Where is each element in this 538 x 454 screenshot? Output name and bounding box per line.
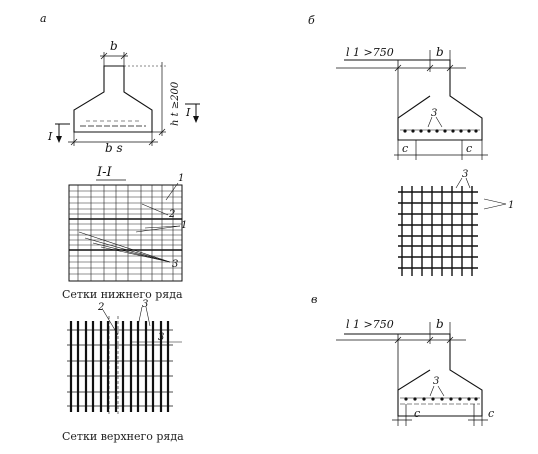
- section-mark-left: I: [47, 130, 53, 143]
- callout-1-mesh-b: 1: [508, 200, 514, 211]
- caption-upper-row: Сетки верхнего ряда: [62, 430, 184, 443]
- caption-lower-row: Сетки нижнего ряда: [62, 288, 183, 301]
- footing-elevation-b: [336, 50, 488, 160]
- dim-label-ht: h t ≥200: [170, 81, 181, 126]
- mesh-plan-b: [398, 177, 507, 276]
- panel-label-a: а: [40, 12, 47, 25]
- dim-label-b-a: b: [110, 39, 118, 53]
- panel-label-b: б: [308, 14, 315, 27]
- dim-label-b-b: b: [436, 45, 444, 59]
- dim-label-bs: b s: [105, 141, 123, 155]
- callout-3-upper-b: 3: [158, 332, 164, 343]
- footing-elevation-v: [336, 322, 488, 426]
- dim-label-c-left-b: c: [402, 142, 408, 155]
- callout-2-upper: 2: [97, 302, 104, 313]
- footing-elevation-a: [55, 52, 200, 146]
- section-title: I-I: [96, 165, 113, 180]
- upper-mesh-plan: [67, 306, 182, 414]
- dim-label-c-right-b: c: [466, 142, 472, 155]
- callout-1-top: 1: [178, 173, 184, 184]
- callout-2-lower: 2: [168, 209, 175, 220]
- panel-label-v: в: [311, 293, 317, 306]
- callout-3-upper-a: 3: [142, 299, 148, 310]
- dim-label-b-v: b: [436, 317, 444, 331]
- dim-label-l1-v: l 1 >750: [346, 318, 394, 331]
- section-mark-right: I: [185, 106, 191, 119]
- callout-1-lower: 1: [181, 220, 187, 231]
- dim-label-l1-b: l 1 >750: [346, 46, 394, 59]
- lower-mesh-plan: [68, 182, 183, 282]
- dim-label-c-right-v: c: [488, 407, 494, 420]
- callout-3-b: 3: [431, 108, 437, 119]
- callout-3-lower: 3: [172, 259, 178, 270]
- dim-label-c-left-v: c: [414, 407, 420, 420]
- callout-3-v: 3: [433, 376, 439, 387]
- callout-3-mesh-b: 3: [462, 169, 468, 180]
